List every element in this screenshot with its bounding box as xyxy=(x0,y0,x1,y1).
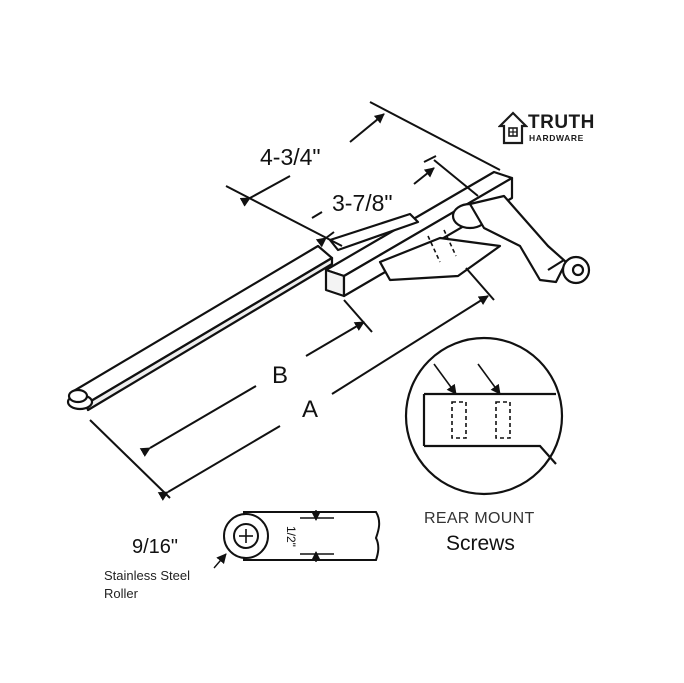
rear-mount-caption: Screws xyxy=(446,532,515,555)
dimension-outer-width: 4-3/4" xyxy=(260,144,321,170)
rear-mount-detail xyxy=(404,336,564,496)
roller-description-line1: Stainless Steel xyxy=(104,568,190,583)
brand-logo: TRUTH HARDWARE xyxy=(498,106,610,154)
roller-detail xyxy=(213,510,381,569)
operator-arm xyxy=(66,244,334,412)
dimension-lines-top xyxy=(225,101,501,248)
roller-description-line2: Roller xyxy=(104,586,138,601)
dimension-lines-bottom xyxy=(89,267,495,501)
dimension-label-a: A xyxy=(302,396,319,423)
brand-subtitle: HARDWARE xyxy=(529,133,584,143)
brand-name: TRUTH xyxy=(528,112,595,133)
roller-thickness: 1/2" xyxy=(284,526,298,547)
base-track xyxy=(324,170,514,298)
roller-diameter: 9/16" xyxy=(132,536,179,558)
rear-mount-title: REAR MOUNT xyxy=(424,510,535,527)
dimension-inner-width: 3-7/8" xyxy=(332,190,393,216)
crank-handle xyxy=(451,194,591,285)
house-icon xyxy=(498,111,528,145)
dimension-label-b: B xyxy=(272,362,289,389)
